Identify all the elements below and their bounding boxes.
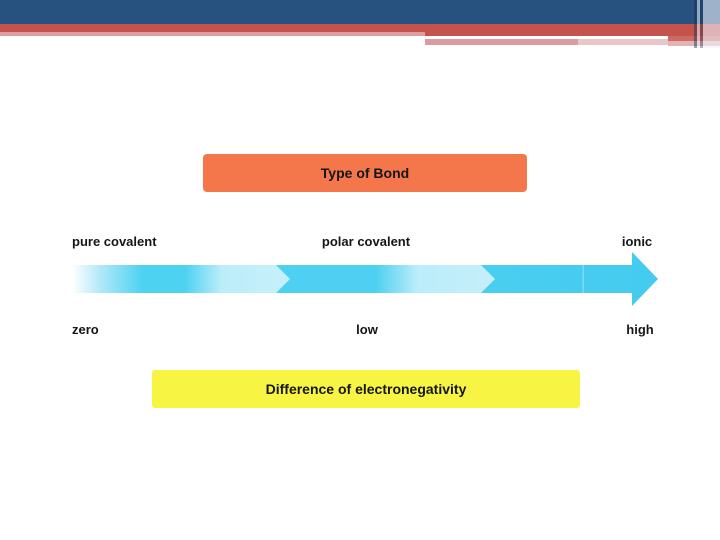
electronegativity-box: Difference of electronegativity [152, 370, 580, 408]
header-stripe-red-far [668, 36, 720, 41]
header-accent-stripe-light-2 [703, 0, 720, 48]
arrow-chevron-2 [375, 265, 495, 293]
arrow-chevron-1 [185, 265, 290, 293]
header-stripe-pink-right [425, 39, 578, 45]
header-accent-stripe-light-1 [697, 0, 700, 48]
arrow-shape [72, 252, 658, 306]
header-stripe-red [0, 24, 720, 32]
header-accent-stripe-dark-2 [700, 0, 703, 48]
arrow-segment-seam [582, 265, 584, 293]
header-stripe-pink-left [0, 32, 425, 36]
electronegativity-arrow [72, 252, 658, 306]
header-bar-blue [0, 0, 720, 24]
bond-type-label: Type of Bond [320, 165, 410, 181]
scale-label-zero: zero [72, 322, 99, 337]
header-stripe-pink-light [578, 39, 668, 45]
bond-type-box: Type of Bond [203, 154, 527, 192]
scale-label-high: high [626, 322, 654, 337]
header-stripe-red-right [425, 24, 720, 36]
header-accent-stripe-dark-1 [694, 0, 697, 48]
scale-label-pure-covalent: pure covalent [72, 234, 157, 249]
header-stripe-pink-far [668, 41, 720, 46]
scale-label-polar-covalent: polar covalent [321, 234, 411, 249]
scale-label-low: low [356, 322, 378, 337]
scale-label-ionic: ionic [621, 234, 653, 249]
electronegativity-label: Difference of electronegativity [265, 381, 467, 397]
